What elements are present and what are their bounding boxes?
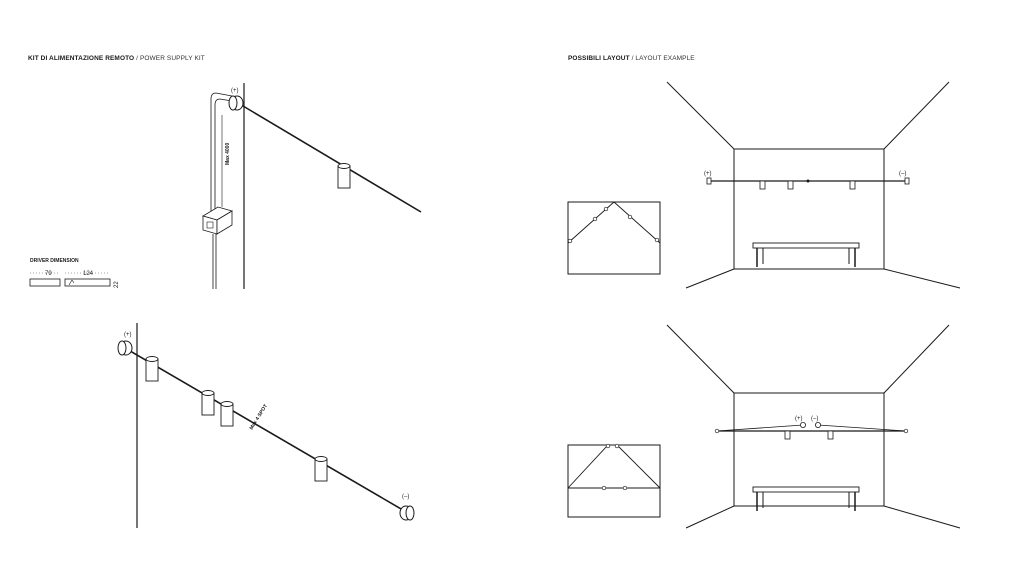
bench [752,242,860,267]
layout-title-it: POSSIBILI LAYOUT [568,55,630,62]
spot-e [827,430,834,440]
layout-title-en: LAYOUT EXAMPLE [635,55,695,62]
spot-light-1 [145,356,159,382]
layout1-plus: (+) [704,171,712,177]
spot-light-4 [314,456,328,482]
layout-room-2: (+) (–) [567,324,961,529]
end-cap-plus [228,95,244,111]
driver-side-view [29,278,61,287]
bench-2 [752,486,860,511]
layout-title-sep: / [629,55,636,62]
spot-b [787,180,794,190]
layout-room-1: (+) (–) [567,81,961,289]
spot-a [759,180,766,190]
supply-cable [210,92,233,212]
driver-top-view [64,278,111,287]
driver-dimension: DRIVER DIMENSION 79 124 22 [29,258,120,288]
dim-width-b: 124 [83,271,94,277]
plan-inset-1 [567,201,661,275]
plus-label: (+) [231,88,239,94]
spot-light-3 [220,401,234,427]
end-cap-plus-2 [117,340,133,356]
driver-dimension-title: DRIVER DIMENSION [30,258,79,264]
feed-minus [815,421,822,428]
track-rail-2 [124,347,409,514]
spot-light-2 [201,390,215,416]
end-cap-minus [399,505,415,521]
feed-plus [800,421,807,428]
layout2-minus: (–) [811,416,818,422]
plus-label-2: (+) [124,332,132,338]
kit-title-sep: / [134,55,140,62]
driver-box [202,206,233,235]
track-rail [237,102,422,213]
minus-label: (–) [402,494,409,500]
power-supply-kit-drawing: Max 4000 (+) [202,83,422,289]
layout-section-title: POSSIBILI LAYOUT / LAYOUT EXAMPLE [568,55,695,62]
back-wall-2 [733,392,885,507]
kit-title-it: KIT DI ALIMENTAZIONE REMOTO [28,55,135,62]
kit-section-title: KIT DI ALIMENTAZIONE REMOTO / POWER SUPP… [28,55,205,62]
back-wall [733,148,885,270]
max-length-label: Max 4000 [225,143,231,165]
layout2-plus: (+) [795,416,803,422]
spot-track-drawing: (+) Max 4 SPOT (–) [117,323,415,528]
plan-inset-2 [567,443,661,518]
spot-light [337,163,351,189]
spot-c [849,180,856,190]
dim-width-a: 79 [45,271,52,277]
kit-title-en: POWER SUPPLY KIT [139,55,205,62]
spot-d [784,430,791,440]
layout1-minus: (–) [899,171,906,177]
dim-height: 22 [114,281,120,288]
